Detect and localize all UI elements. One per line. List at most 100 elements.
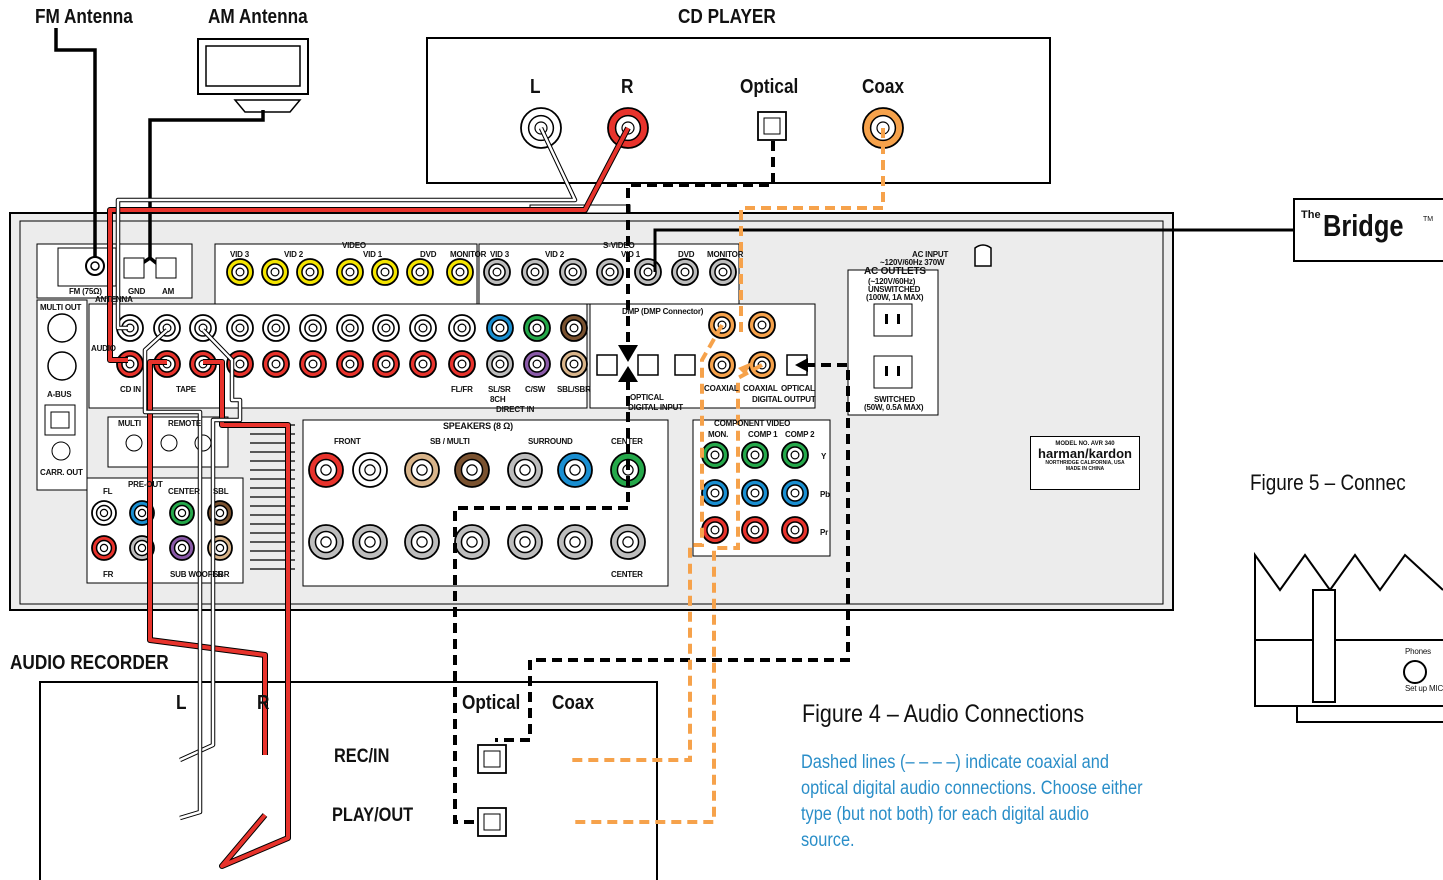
component-pr-jack-1 xyxy=(701,516,729,544)
label-smonitor: MONITOR xyxy=(707,250,744,259)
label-fm75: FM (75Ω) xyxy=(69,287,102,296)
component-pb-jack-2 xyxy=(741,479,769,507)
label-video: VIDEO xyxy=(342,241,366,250)
recorder-right-label: R xyxy=(257,692,270,714)
label-gnd: GND xyxy=(128,287,146,296)
optical-port-3 xyxy=(674,354,696,376)
video-jack-6 xyxy=(406,258,434,286)
speaker-neg-terminal-3 xyxy=(404,524,440,560)
label-svid1: VID 1 xyxy=(621,250,641,259)
label-center-pre: CENTER xyxy=(168,487,200,496)
label-multi: MULTI xyxy=(118,419,141,428)
svideo-jack-1 xyxy=(483,258,511,286)
label-ac-input: AC INPUT xyxy=(912,250,949,259)
preout-sub-jack xyxy=(169,535,195,561)
label-phones: Phones xyxy=(1405,647,1431,656)
figure4-title: Figure 4 – Audio Connections xyxy=(802,700,1085,728)
label-unswitched: UNSWITCHED xyxy=(868,285,921,294)
coax-in-2b-jack xyxy=(748,311,776,339)
label-surround: SURROUND xyxy=(528,437,573,446)
label-optical-out: OPTICAL xyxy=(781,384,815,393)
label-slsr: SL/SR xyxy=(488,385,511,394)
label-dvd: DVD xyxy=(420,250,437,259)
cd-optical-label: Optical xyxy=(740,76,799,98)
direct-c-jack xyxy=(523,314,551,342)
label-carr-out: CARR. OUT xyxy=(40,468,83,477)
fm-antenna-label: FM Antenna xyxy=(35,6,133,28)
component-pr-jack-3 xyxy=(781,516,809,544)
recorder-left-label: L xyxy=(176,692,187,714)
component-y-jack-1 xyxy=(701,441,729,469)
figure4-note: Dashed lines (– – – –) indicate coaxial … xyxy=(801,752,1143,851)
label-coaxial-1: COAXIAL xyxy=(704,384,739,393)
label-speakers: SPEAKERS (8 Ω) xyxy=(443,421,513,431)
direct-sbr-jack xyxy=(560,350,588,378)
label-multi-out: MULTI OUT xyxy=(40,303,82,312)
label-svid2: VID 2 xyxy=(545,250,565,259)
label-preout: PRE-OUT xyxy=(128,480,163,489)
video-jack-2 xyxy=(261,258,289,286)
label-coaxial-2: COAXIAL xyxy=(743,384,778,393)
audio-left-jack-8 xyxy=(372,314,400,342)
audio-recorder-box xyxy=(39,681,658,880)
speaker-pos-terminal-3 xyxy=(404,452,440,488)
label-svid3: VID 3 xyxy=(490,250,510,259)
speaker-neg-terminal-7 xyxy=(610,524,646,560)
cd-player-label: CD PLAYER xyxy=(678,6,776,28)
brand-name: harman/kardon xyxy=(1038,446,1132,461)
preout-fl-jack xyxy=(91,500,117,526)
audio-recorder-label: AUDIO RECORDER xyxy=(10,652,169,674)
cd-player-box xyxy=(426,37,1051,184)
speaker-pos-terminal-1 xyxy=(308,452,344,488)
label-y: Y xyxy=(821,452,827,461)
cd-left-label: L xyxy=(530,76,541,98)
label-vid3: VID 3 xyxy=(230,250,250,259)
direct-sbl-jack xyxy=(560,314,588,342)
video-jack-5 xyxy=(371,258,399,286)
direct-sl-jack xyxy=(486,314,514,342)
bridge-logo xyxy=(1293,198,1443,262)
audio-left-jack-1 xyxy=(116,314,144,342)
label-optical-in: OPTICAL xyxy=(630,393,664,402)
label-8ch: 8CH xyxy=(490,395,506,404)
audio-left-jack-9 xyxy=(409,314,437,342)
label-unswitched-spec: (100W, 1A MAX) xyxy=(866,293,924,302)
label-sblsbr: SBL/SBR xyxy=(557,385,591,394)
speaker-neg-terminal-2 xyxy=(352,524,388,560)
audio-right-jack-8 xyxy=(372,350,400,378)
recorder-optical-label: Optical xyxy=(462,692,521,714)
audio-right-jack-5 xyxy=(262,350,290,378)
component-y-jack-3 xyxy=(781,441,809,469)
audio-left-jack-7 xyxy=(336,314,364,342)
component-y-jack-2 xyxy=(741,441,769,469)
audio-right-jack-9 xyxy=(409,350,437,378)
label-mon: MON. xyxy=(708,430,729,439)
preout-center-jack xyxy=(169,500,195,526)
label-center-spk-bottom: CENTER xyxy=(611,570,643,579)
label-comp1: COMP 1 xyxy=(748,430,778,439)
bridge-logo-tm: TM xyxy=(1423,216,1434,223)
label-dmp: DMP (DMP Connector) xyxy=(622,307,704,316)
optical-port-2 xyxy=(637,354,659,376)
label-digital-input: DIGITAL INPUT xyxy=(628,403,683,412)
am-antenna-loop xyxy=(197,38,309,113)
speaker-neg-terminal-6 xyxy=(557,524,593,560)
label-sb-multi: SB / MULTI xyxy=(430,437,470,446)
label-pr: Pr xyxy=(820,528,829,537)
model-number: MODEL NO. AVR 340 xyxy=(1055,441,1115,447)
video-jack-1 xyxy=(226,258,254,286)
direct-fl-jack xyxy=(448,314,476,342)
label-comp2: COMP 2 xyxy=(785,430,815,439)
audio-left-jack-6 xyxy=(299,314,327,342)
label-switched: SWITCHED xyxy=(874,395,916,404)
video-jack-3 xyxy=(296,258,324,286)
label-pb: Pb xyxy=(820,490,830,499)
component-pb-jack-3 xyxy=(781,479,809,507)
video-jack-4 xyxy=(336,258,364,286)
made-in: MADE IN CHINA xyxy=(1065,466,1105,472)
label-vid1: VID 1 xyxy=(363,250,383,259)
am-antenna-label: AM Antenna xyxy=(208,6,308,28)
coax-in-1-jack xyxy=(708,351,736,379)
label-audio: AUDIO xyxy=(91,344,116,353)
